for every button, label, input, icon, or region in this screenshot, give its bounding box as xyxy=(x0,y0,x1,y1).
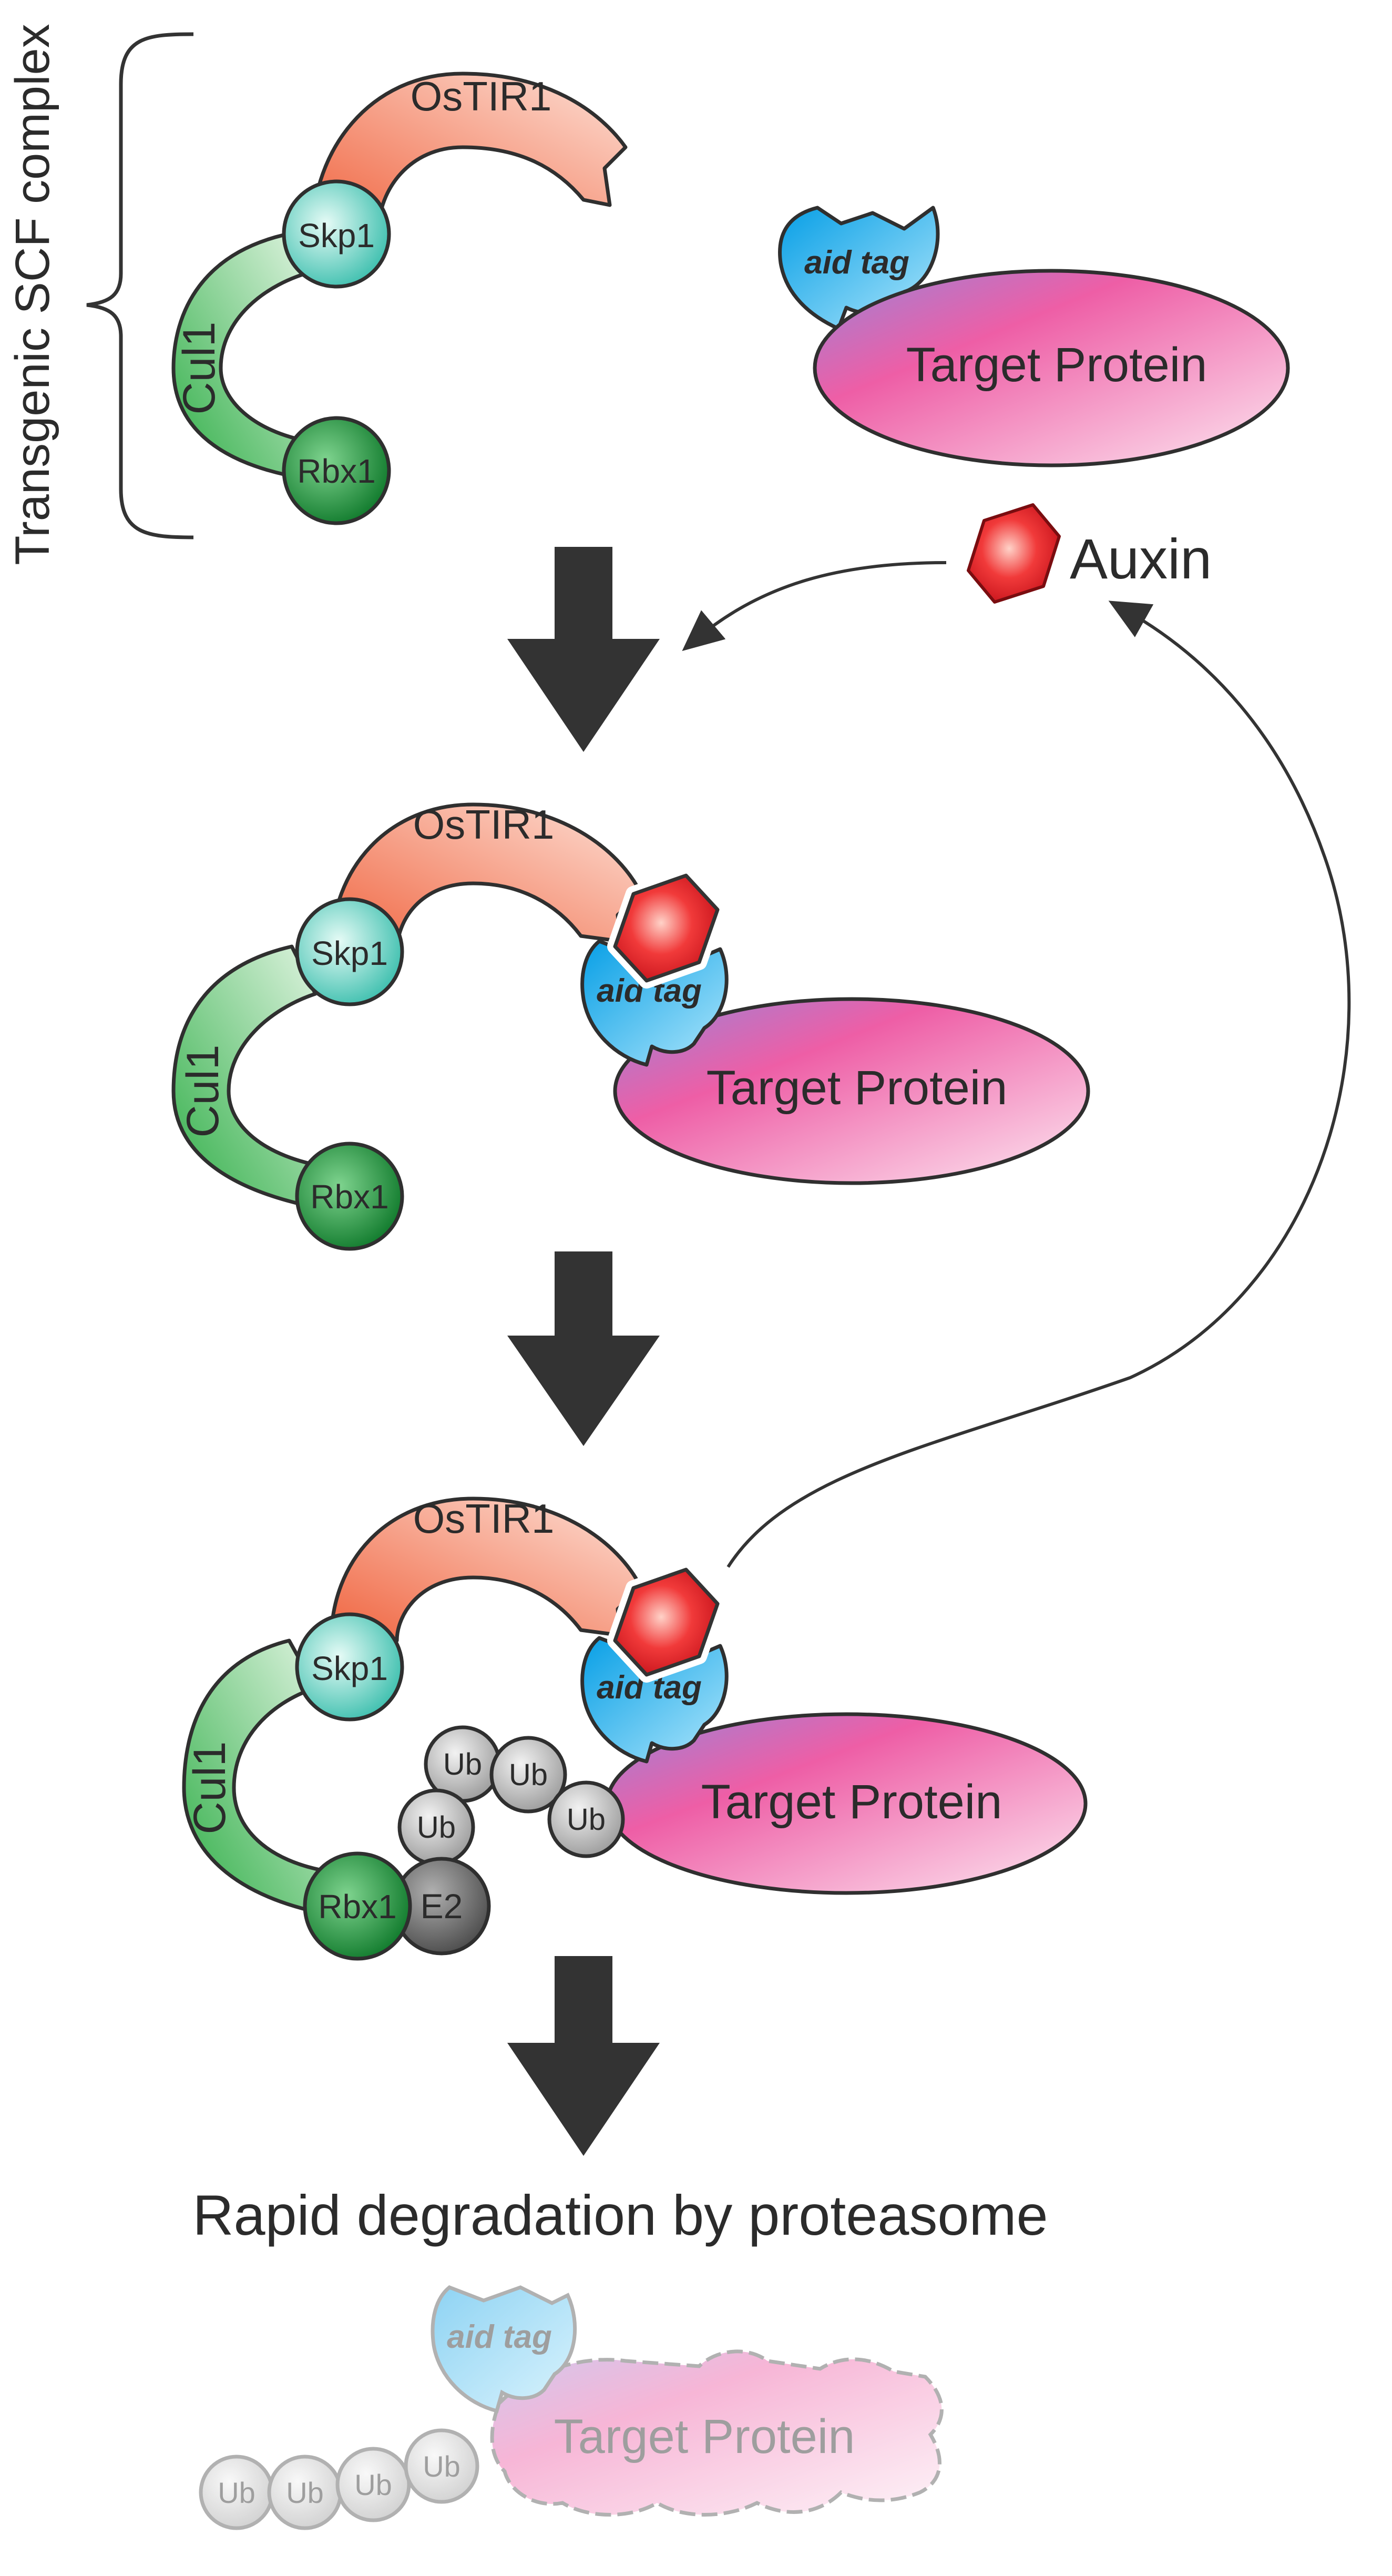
rbx1-label: Rbx1 xyxy=(318,1888,396,1926)
ub-label: Ub xyxy=(509,1758,548,1792)
degradation-label: Rapid degradation by proteasome xyxy=(192,2183,1048,2247)
rbx1-subunit xyxy=(282,416,391,525)
ub-bead xyxy=(335,2447,411,2522)
rbx1-subunit xyxy=(295,1142,404,1251)
aid-tag-label: aid tag xyxy=(447,2319,552,2355)
cul1-label: Cul1 xyxy=(185,1742,235,1835)
cul1-label: Cul1 xyxy=(174,322,224,415)
auxin-label: Auxin xyxy=(1070,527,1212,590)
ostir1-subunit xyxy=(329,1496,643,1643)
target-protein-label: Target Protein xyxy=(707,1061,1008,1115)
cul1-label: Cul1 xyxy=(178,1045,228,1138)
skp1-subunit xyxy=(295,1612,404,1722)
ostir1-label: OsTIR1 xyxy=(413,1495,555,1542)
step-arrow-1 xyxy=(507,547,660,752)
stage-1-unbound: Cul1 OsTIR1 Skp1 Rbx1 aid tag Target Pro… xyxy=(171,72,1290,525)
ub-bead xyxy=(489,1736,567,1814)
aid-tag xyxy=(431,2285,577,2414)
stage-2-auxin-bound: Cul1 OsTIR1 Skp1 Rbx1 Target Protein aid… xyxy=(171,801,1090,1251)
target-protein xyxy=(613,997,1090,1185)
skp1-label: Skp1 xyxy=(311,1650,388,1687)
step-arrow-2 xyxy=(507,1251,660,1446)
ostir1-label: OsTIR1 xyxy=(413,801,555,848)
ub-bead xyxy=(404,2428,479,2504)
ostir1-subunit xyxy=(329,802,643,954)
target-protein-label: Target Protein xyxy=(906,338,1207,392)
ostir1-label: OsTIR1 xyxy=(411,73,552,119)
ub-label: Ub xyxy=(423,2450,460,2483)
target-protein-label: Target Protein xyxy=(701,1775,1002,1829)
rbx1-label: Rbx1 xyxy=(297,452,375,490)
scf-label: Transgenic SCF complex xyxy=(6,24,59,565)
step-arrow-3 xyxy=(507,1956,660,2156)
auxin-recycle-arrow xyxy=(726,600,1351,1568)
auxin-entry-arrow xyxy=(682,561,947,651)
stage-4-degraded: Target Protein aid tag Ub Ub Ub Ub xyxy=(199,2285,944,2530)
auxin-hexagon xyxy=(967,503,1061,604)
skp1-label: Skp1 xyxy=(298,217,375,254)
ub-bead xyxy=(547,1780,625,1858)
skp1-subunit xyxy=(295,897,404,1006)
target-protein xyxy=(813,269,1290,467)
rbx1-label: Rbx1 xyxy=(310,1178,388,1216)
aid-tag xyxy=(778,206,940,331)
scf-bracket xyxy=(86,32,194,539)
e2-label: E2 xyxy=(421,1887,463,1926)
ub-label: Ub xyxy=(417,1810,456,1845)
auxin-hexagon-outline xyxy=(613,1567,720,1677)
cul1-subunit xyxy=(171,944,331,1211)
ub-label: Ub xyxy=(567,1803,606,1837)
skp1-label: Skp1 xyxy=(311,934,388,972)
stage-3-ubiquitination: Cul1 OsTIR1 Skp1 Target Protein aid tag … xyxy=(182,1495,1088,1961)
degraded-target-protein xyxy=(490,2349,944,2517)
skp1-subunit xyxy=(282,179,391,289)
ub-label: Ub xyxy=(286,2476,324,2509)
auxin-hexagon-outline xyxy=(613,873,720,983)
ub-label: Ub xyxy=(443,1747,482,1781)
ub-label: Ub xyxy=(354,2468,392,2501)
aid-tag-label: aid tag xyxy=(804,245,909,281)
ub-label: Ub xyxy=(218,2476,255,2509)
rbx1-subunit xyxy=(303,1851,412,1961)
ostir1-subunit xyxy=(311,72,628,233)
aid-tag xyxy=(580,1636,729,1764)
target-protein-label: Target Protein xyxy=(554,2410,855,2463)
